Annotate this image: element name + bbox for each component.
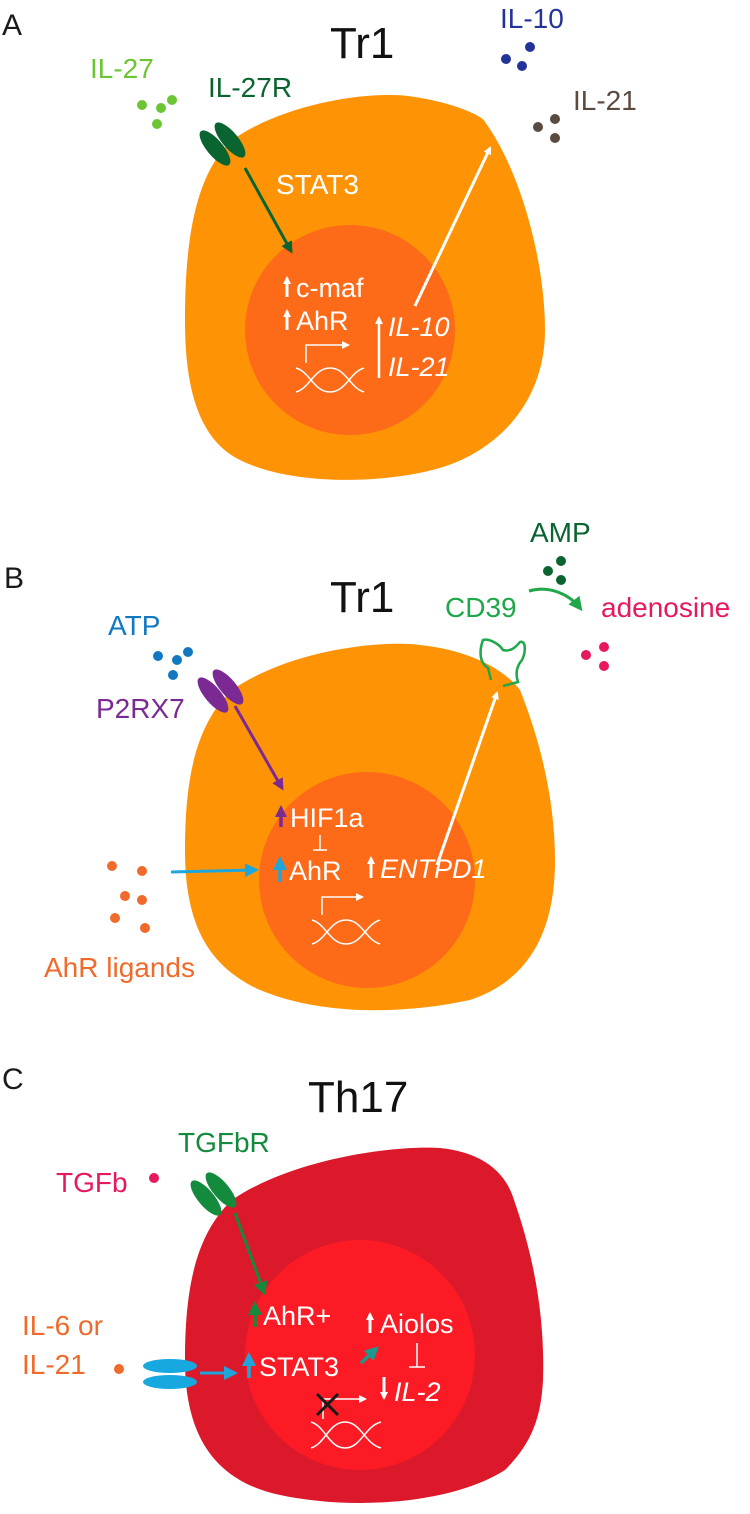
- il6-label-line2: IL-21: [22, 1349, 86, 1380]
- stat3-arrow-a: [243, 167, 293, 254]
- cmaf-label: c-maf: [296, 273, 364, 303]
- adenosine-molecules: [581, 642, 609, 671]
- panel-b: B Tr1 ATP P2RX7 AMP CD39 adenosine: [4, 517, 730, 1011]
- ahr-ligands-label: AhR ligands: [44, 952, 195, 983]
- stat3-label-a: STAT3: [276, 169, 359, 200]
- atp-dot: [168, 670, 178, 680]
- ahr-ligand-dot: [137, 866, 147, 876]
- transcription-start-icon: [321, 893, 364, 915]
- hif1a-label: HIF1a: [290, 803, 365, 833]
- secretion-arrow-a: [413, 146, 492, 307]
- il27r-label: IL-27R: [208, 72, 292, 103]
- il21-dot: [533, 122, 543, 132]
- atp-label: ATP: [108, 610, 160, 641]
- il21-dot: [550, 133, 560, 143]
- stat3-label-c: STAT3: [259, 1352, 339, 1382]
- p2rx7-label: P2RX7: [96, 693, 185, 724]
- il6-dot: [114, 1364, 124, 1374]
- il21-dot: [550, 114, 560, 124]
- adenosine-dot: [599, 642, 609, 652]
- adenosine-dot: [599, 661, 609, 671]
- il21-gene-label: IL-21: [388, 352, 450, 382]
- cd39-enzyme-icon: [479, 638, 526, 688]
- ahr-ligand-dot: [120, 891, 130, 901]
- dna-icon: [295, 367, 365, 393]
- il27-dot: [137, 100, 147, 110]
- il10-label: IL-10: [500, 3, 564, 34]
- amp-label: AMP: [530, 517, 591, 548]
- cd39-conversion-arrow: [528, 587, 583, 612]
- tgfbr-signal-arrow: [233, 1212, 268, 1296]
- panel-c: C Th17 TGFb TGFbR IL-6 or IL-21 AhR+ STA…: [2, 1063, 544, 1503]
- ahr-plus-label: AhR+: [263, 1301, 331, 1331]
- amp-dot: [556, 575, 566, 585]
- il6-label-line1: IL-6 or: [22, 1310, 103, 1341]
- tr1-nucleus-a: [245, 225, 455, 435]
- adenosine-dot: [581, 650, 591, 660]
- il21-molecules: [533, 114, 560, 143]
- ahr-ligands-molecules: [107, 861, 150, 933]
- amp-dot: [543, 566, 553, 576]
- il10-molecules: [501, 42, 535, 71]
- tgfbr-receptor-icon: [190, 1172, 237, 1216]
- il10-dot: [525, 42, 535, 52]
- ahr-ligand-dot: [110, 913, 120, 923]
- il10-dot: [501, 54, 511, 64]
- il21-label-a: IL-21: [573, 85, 637, 116]
- ahr-label-b: AhR: [289, 856, 342, 886]
- cell-title-tr1-a: Tr1: [330, 19, 394, 68]
- panel-a: A Tr1 IL-27 IL-27R STAT3 IL-10 IL-21: [2, 3, 637, 480]
- transcription-start-icon: [305, 341, 350, 363]
- adenosine-label: adenosine: [601, 592, 730, 623]
- blocked-transcription-x-icon: [315, 1392, 340, 1417]
- entpd1-gene-label: ENTPD1: [380, 854, 487, 884]
- inhibition-icon: [313, 835, 327, 851]
- stat3-to-aiolos-arrow: [359, 1346, 379, 1365]
- th17-nucleus: [245, 1240, 475, 1470]
- atp-molecules: [153, 647, 193, 680]
- il27-label: IL-27: [90, 53, 154, 84]
- il10-dot: [517, 61, 527, 71]
- atp-dot: [183, 647, 193, 657]
- il10-gene-label: IL-10: [388, 312, 450, 342]
- il27-molecules: [137, 95, 177, 129]
- il27-dot: [152, 119, 162, 129]
- p2rx7-receptor-icon: [197, 669, 244, 713]
- cell-title-tr1-b: Tr1: [330, 573, 394, 622]
- tgfb-label: TGFb: [56, 1167, 128, 1198]
- il6r-receptor-icon: [143, 1359, 197, 1389]
- amp-molecules: [543, 556, 566, 585]
- cd39-label: CD39: [445, 592, 517, 623]
- atp-dot: [153, 651, 163, 661]
- panel-letter-a: A: [2, 9, 22, 42]
- ahr-label-a: AhR: [296, 306, 349, 336]
- aiolos-label: Aiolos: [380, 1309, 454, 1339]
- amp-dot: [556, 556, 566, 566]
- dna-icon: [311, 919, 381, 945]
- tr1-nucleus-b: [259, 772, 475, 988]
- ahr-ligand-dot: [140, 923, 150, 933]
- secretion-arrow-b: [435, 691, 499, 866]
- il27r-receptor-icon: [199, 122, 246, 166]
- ahr-ligand-arrow: [170, 863, 259, 878]
- cell-title-th17: Th17: [308, 1073, 408, 1122]
- il2-gene-label: IL-2: [394, 1377, 441, 1407]
- tgfb-dot: [149, 1173, 159, 1183]
- ahr-ligand-dot: [107, 861, 117, 871]
- panel-letter-c: C: [2, 1063, 24, 1096]
- tgfbr-label: TGFbR: [178, 1127, 270, 1158]
- il27-dot: [156, 103, 166, 113]
- p2rx7-signal-arrow: [233, 705, 284, 791]
- il27-dot: [167, 95, 177, 105]
- inhibition-icon: [409, 1343, 425, 1368]
- panel-letter-b: B: [4, 562, 24, 595]
- ahr-ligand-dot: [137, 895, 147, 905]
- atp-dot: [172, 655, 182, 665]
- dna-icon: [310, 1421, 382, 1449]
